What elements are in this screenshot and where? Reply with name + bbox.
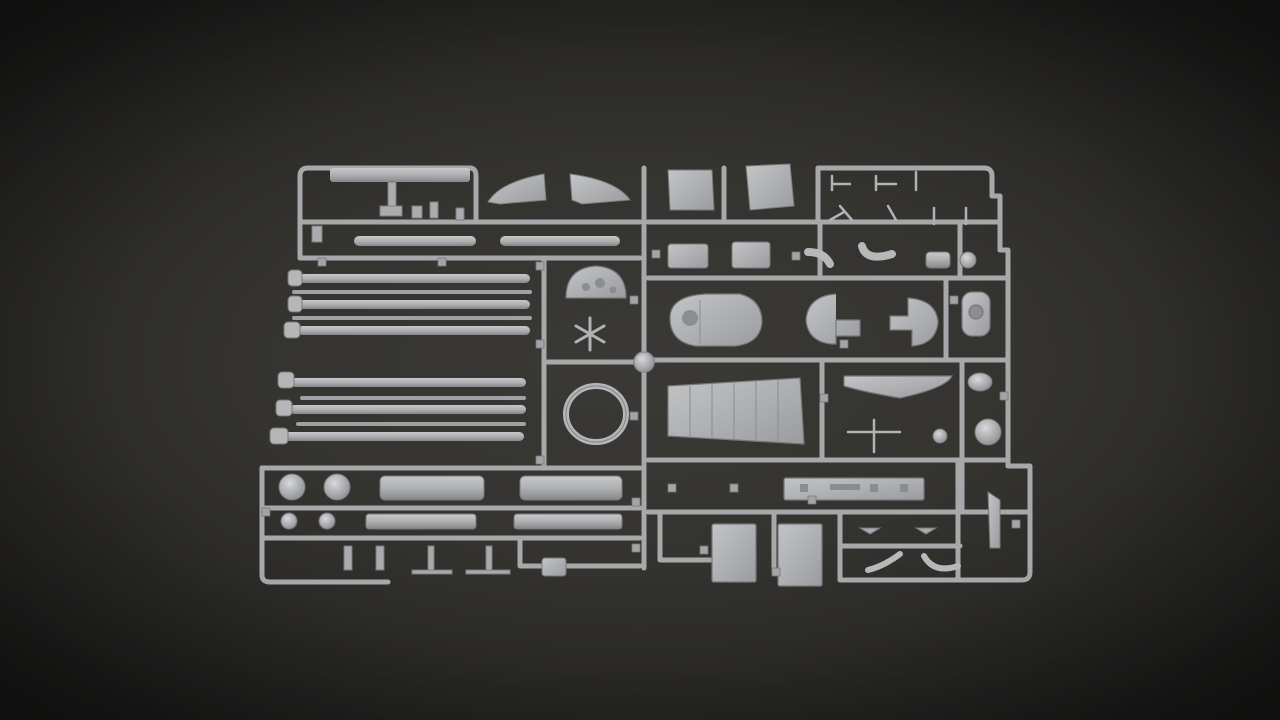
photo-scene	[0, 0, 1280, 720]
sprue-photo	[0, 0, 1280, 720]
vignette-overlay	[0, 0, 1280, 720]
